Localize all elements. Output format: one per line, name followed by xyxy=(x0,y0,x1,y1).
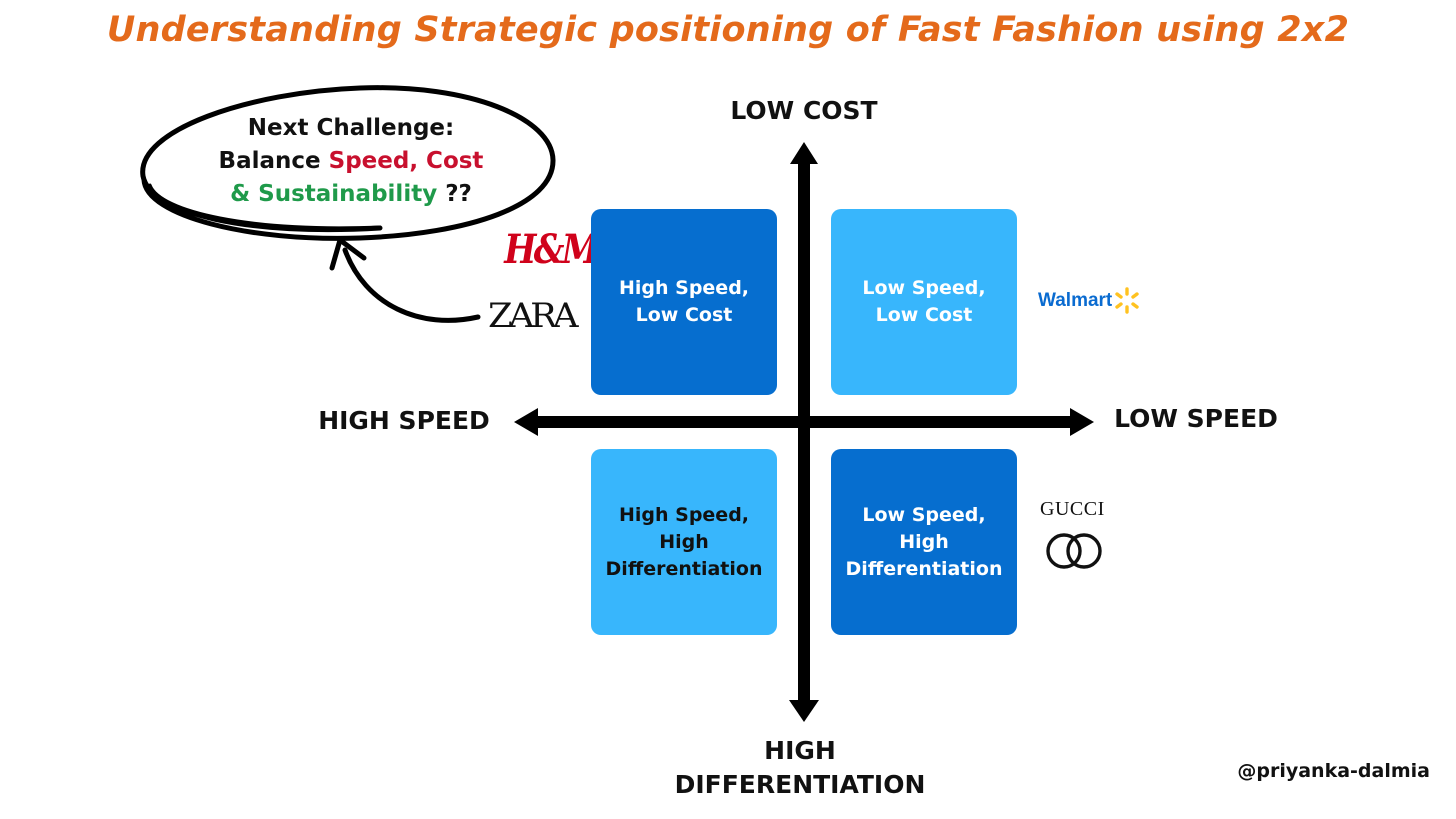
quadrant-low-speed-low-cost: Low Speed, Low Cost xyxy=(831,209,1017,395)
axis-label-bottom-line2: DIFFERENTIATION xyxy=(674,770,926,799)
callout-green-highlight: & Sustainability xyxy=(230,181,438,207)
quadrant-high-speed-high-differentiation: High Speed, High Differentiation xyxy=(591,449,777,635)
horizontal-axis xyxy=(514,408,1094,436)
axis-label-right: LOW SPEED xyxy=(1114,404,1278,433)
callout-text: Next Challenge: Balance Speed, Cost & Su… xyxy=(196,112,506,211)
quadrant-tl-line2: Low Cost xyxy=(635,304,733,326)
quadrant-tl-line1: High Speed, xyxy=(618,277,750,299)
callout-arrow xyxy=(329,237,481,323)
gucci-logo: GUCCI xyxy=(1040,498,1105,520)
zara-logo: ZARA xyxy=(487,296,579,336)
axis-label-left: HIGH SPEED xyxy=(318,406,490,435)
quadrant-br-line2: High xyxy=(899,530,949,553)
quadrant-tr-line1: Low Speed, xyxy=(862,277,986,299)
quadrant-br-line1: Low Speed, xyxy=(862,503,986,526)
callout-line-1: Next Challenge: xyxy=(247,115,455,141)
axis-label-top: LOW COST xyxy=(730,96,878,125)
quadrant-low-speed-high-differentiation: Low Speed, High Differentiation xyxy=(831,449,1017,635)
quadrant-bl-line2: High xyxy=(659,530,709,553)
walmart-spark-icon xyxy=(1115,287,1139,314)
quadrant-high-speed-low-cost: High Speed, Low Cost xyxy=(591,209,777,395)
quadrant-tr-line2: Low Cost xyxy=(875,304,973,326)
vertical-axis xyxy=(789,142,819,722)
page-title: Understanding Strategic positioning of F… xyxy=(106,10,1350,50)
walmart-logo: Walmart xyxy=(1038,290,1113,311)
callout-red-highlight: Speed, Cost xyxy=(328,148,484,174)
callout-suffix: ?? xyxy=(437,181,472,207)
gucci-gg-icon xyxy=(1046,533,1102,569)
callout-line-3: & Sustainability ?? xyxy=(196,178,506,211)
callout-line-2: Balance Speed, Cost xyxy=(196,145,506,178)
axis-label-bottom-line1: HIGH xyxy=(764,736,836,765)
callout-bubble xyxy=(140,85,556,241)
quadrant-bl-line1: High Speed, xyxy=(618,503,750,526)
callout-prefix: Balance xyxy=(218,148,329,174)
hm-logo: H&M xyxy=(504,226,599,273)
quadrant-br-line3: Differentiation xyxy=(845,557,1003,580)
author-handle: @priyanka-dalmia xyxy=(1237,760,1430,782)
quadrant-bl-line3: Differentiation xyxy=(605,557,763,580)
axis-label-bottom: HIGH DIFFERENTIATION xyxy=(600,734,1000,802)
